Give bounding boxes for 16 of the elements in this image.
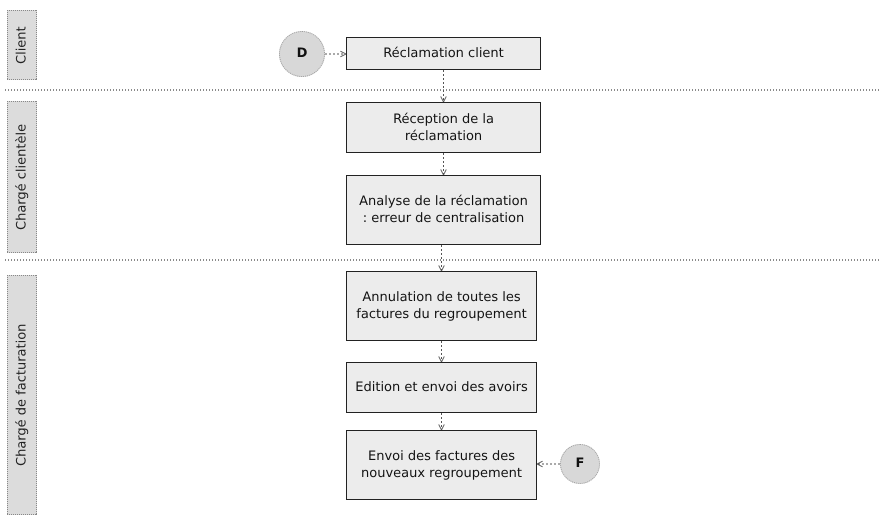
arrow: [324, 50, 346, 58]
process-box: Réclamation client: [346, 37, 541, 70]
arrow: [440, 152, 447, 176]
lane-label: Client: [7, 10, 37, 80]
arrow: [438, 412, 445, 430]
process-box: Envoi des factures des nouveaux regroupement: [346, 430, 537, 500]
lane-label: Chargé de facturation: [7, 275, 37, 515]
arrow: [536, 460, 560, 468]
process-box: Réception de la réclamation: [346, 102, 541, 153]
lane-label: Chargé clientèle: [7, 101, 37, 253]
process-box: Annulation de toutes les factures du regroupement: [346, 271, 537, 341]
arrow: [440, 70, 447, 102]
process-box: Edition et envoi des avoirs: [346, 362, 537, 413]
arrow: [438, 244, 445, 272]
process-box: Analyse de la réclamation : erreur de centralisation: [346, 175, 541, 245]
arrow: [438, 340, 445, 362]
